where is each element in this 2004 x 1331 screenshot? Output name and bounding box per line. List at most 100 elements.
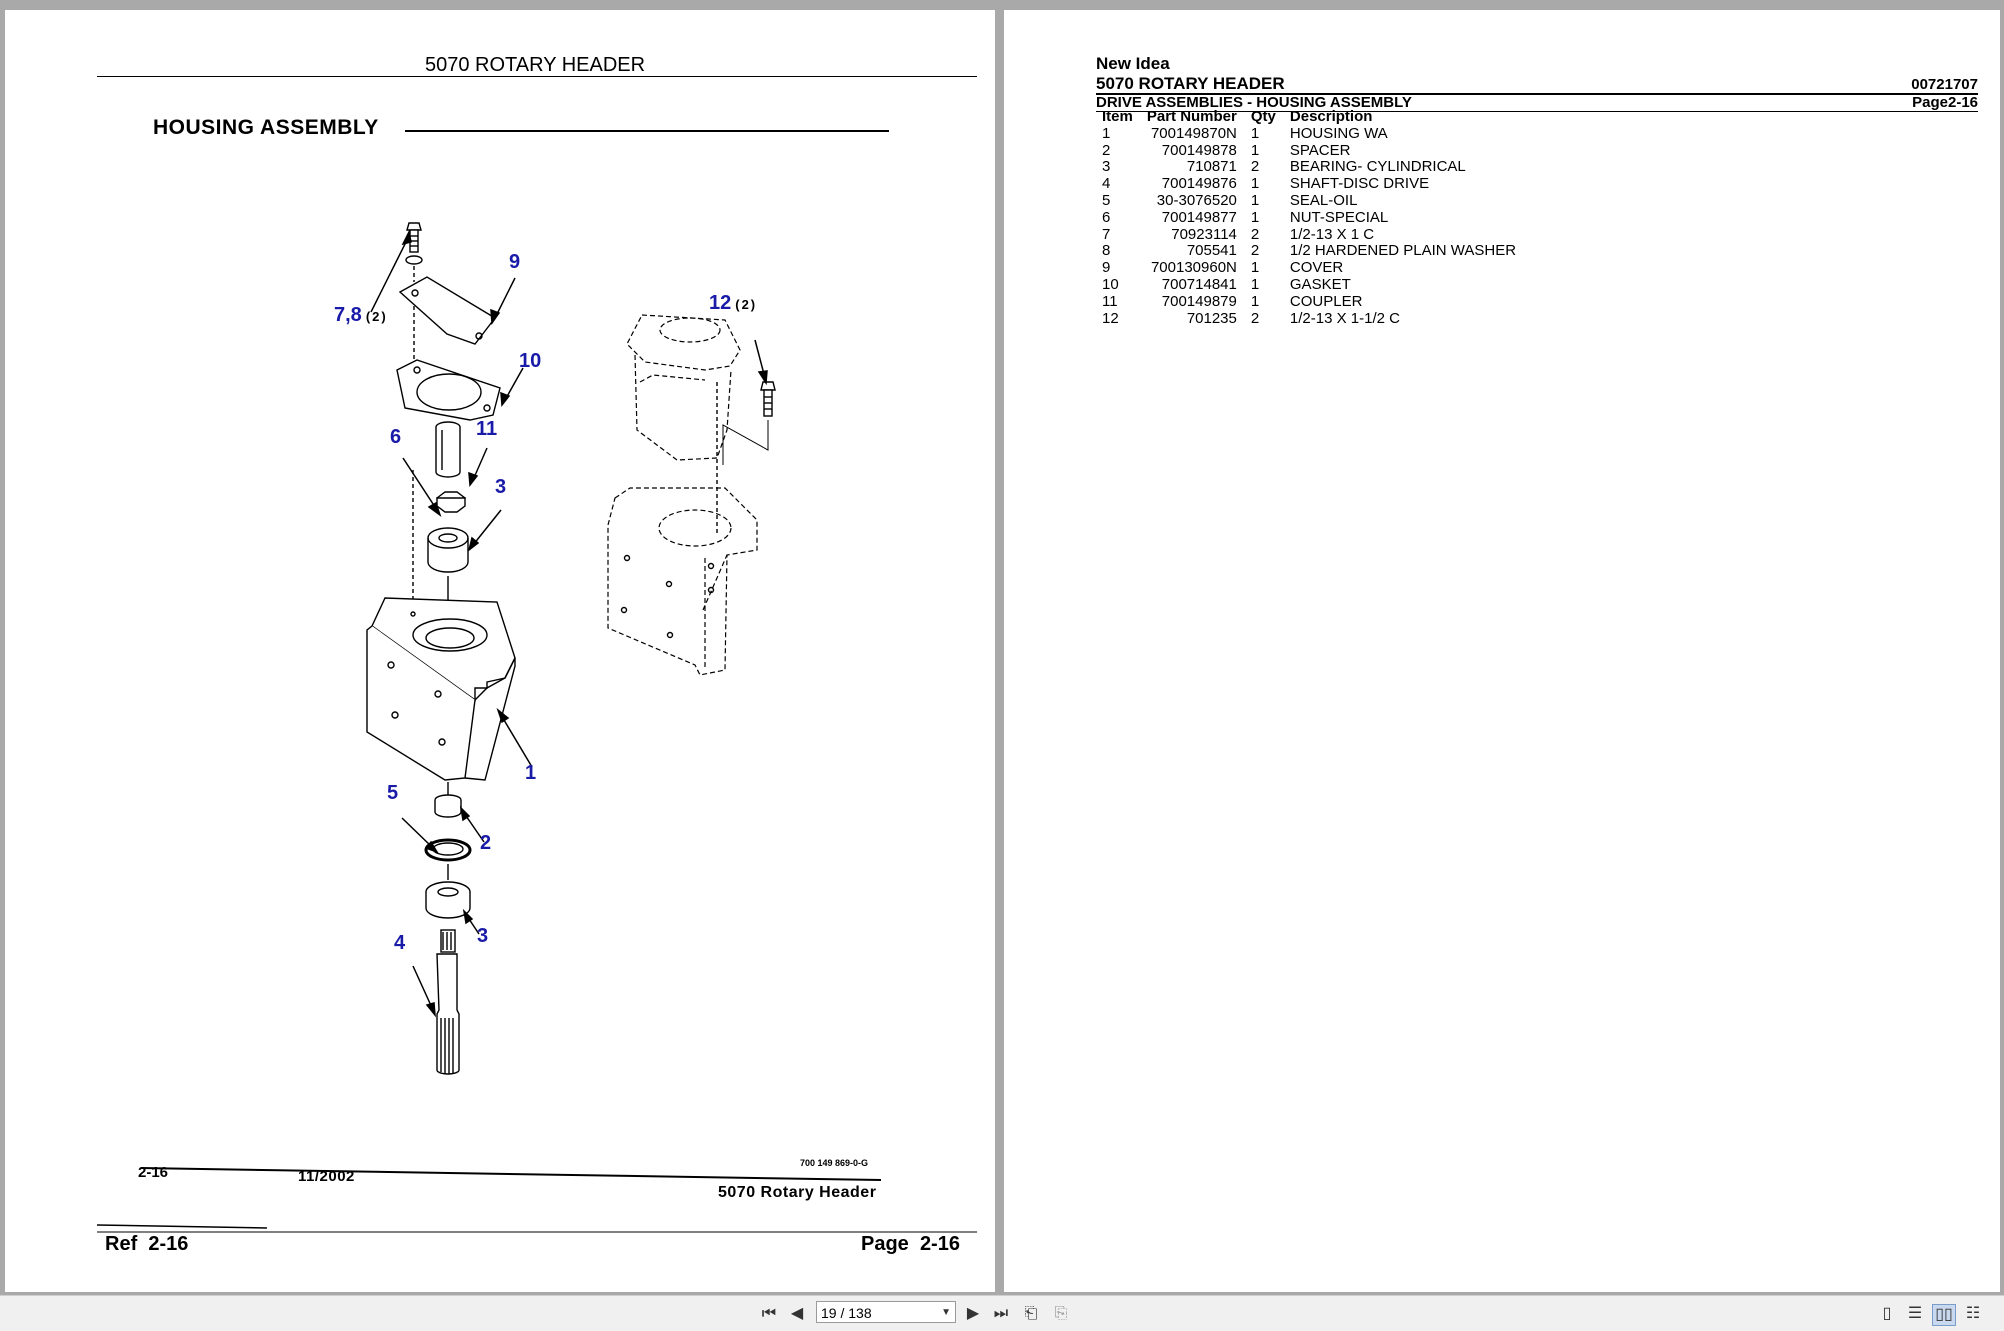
cell-item: 9 (1102, 259, 1111, 277)
cell-part-number: 700149878 (1161, 141, 1237, 159)
next-page-icon[interactable]: ▶ (966, 1305, 980, 1322)
left-page: 5070 ROTARY HEADER HOUSING ASSEMBLY (5, 10, 995, 1292)
bearing-part-upper (427, 527, 469, 573)
first-page-icon[interactable]: ⏮ (761, 1305, 777, 1322)
callout-item-1: 1 (525, 762, 537, 784)
illustration-date: 11/2002 (298, 1168, 355, 1185)
assembled-housing-phantom (607, 314, 758, 676)
column-header-qty: Qty (1250, 108, 1276, 125)
continuous-facing-view-icon[interactable]: ☷ (1965, 1305, 1981, 1322)
nut-part (435, 491, 467, 513)
cell-part-number: 700149877 (1161, 208, 1237, 226)
last-page-icon[interactable]: ⏭ (993, 1305, 1009, 1322)
section-title-rule (405, 130, 889, 132)
parts-table: Item Part Number Qty Description 1 700149… (1094, 108, 1522, 328)
cell-description: COUPLER (1289, 292, 1363, 310)
cell-qty: 1 (1250, 208, 1260, 226)
left-page-title: 5070 ROTARY HEADER (425, 54, 646, 76)
coupler-part (435, 421, 461, 478)
title-underline (1096, 93, 1978, 95)
callout-item-6: 6 (390, 426, 402, 448)
cell-part-number: 70923114 (1171, 225, 1237, 243)
parts-table-header: Item Part Number Qty Description (1094, 108, 1522, 126)
column-header-description: Description (1289, 108, 1373, 125)
cell-qty: 1 (1250, 141, 1260, 159)
parts-table-row: 3 710871 2 BEARING- CYLINDRICAL (1094, 159, 1522, 176)
parts-list-subtitle: DRIVE ASSEMBLIES - HOUSING ASSEMBLY (1096, 94, 1412, 111)
bolt-12-part (760, 381, 776, 417)
cell-description: BEARING- CYLINDRICAL (1289, 158, 1466, 176)
title-rule (97, 76, 977, 77)
illustration-code: 700 149 869-0-G (800, 1158, 869, 1168)
brand-name: New Idea (1096, 54, 1170, 73)
exploded-parts-illustration (96, 222, 977, 1233)
callout-item-10: 10 (519, 350, 542, 372)
cell-description: COVER (1289, 259, 1344, 277)
cell-part-number: 700149876 (1161, 175, 1237, 193)
callout-item-7-8: 7,8(2) (334, 304, 388, 326)
cell-item: 8 (1102, 242, 1111, 260)
cell-description: 1/2 HARDENED PLAIN WASHER (1289, 242, 1517, 260)
callout-item-11: 11 (476, 418, 498, 440)
illustration-caption: 5070 Rotary Header (718, 1184, 877, 1201)
cell-item: 3 (1102, 158, 1111, 176)
cell-qty: 1 (1250, 275, 1260, 293)
cell-qty: 2 (1250, 225, 1260, 243)
cell-qty: 1 (1250, 292, 1260, 310)
cell-part-number: 701235 (1186, 309, 1237, 327)
page-number-input[interactable]: 19 / 138▼ (816, 1301, 956, 1323)
cell-description: HOUSING WA (1289, 124, 1388, 142)
next-view-icon[interactable]: ⎘ (1054, 1305, 1068, 1322)
cell-qty: 1 (1250, 124, 1260, 142)
housing-part (366, 597, 516, 781)
bearing-part-lower (425, 881, 471, 919)
callout-item-9: 9 (509, 251, 521, 273)
callout-item-3-lower: 3 (477, 925, 489, 947)
facing-view-icon[interactable]: ▯▯ (1932, 1304, 1956, 1326)
cell-part-number: 710871 (1186, 158, 1237, 176)
parts-table-row: 7 70923114 2 1/2-13 X 1 C (1094, 225, 1522, 244)
single-page-view-icon[interactable]: ▯ (1882, 1305, 1892, 1322)
gasket-part (396, 359, 501, 421)
prev-page-icon[interactable]: ◀ (790, 1305, 804, 1322)
chevron-down-icon[interactable]: ▼ (941, 1307, 951, 1318)
cell-description: 1/2-13 X 1-1/2 C (1289, 309, 1400, 327)
cell-description: SPACER (1289, 141, 1351, 159)
continuous-view-icon[interactable]: ☰ (1907, 1305, 1923, 1322)
cell-item: 10 (1102, 275, 1119, 293)
column-header-item: Item (1102, 108, 1133, 125)
cell-item: 6 (1102, 208, 1111, 226)
callout-item-3-upper: 3 (495, 476, 507, 498)
cell-item: 5 (1102, 191, 1111, 209)
callout-item-12: 12(2) (709, 292, 758, 314)
cell-qty: 1 (1250, 191, 1260, 209)
cover-part (398, 276, 497, 345)
document-number: 00721707 (1911, 76, 1978, 93)
illustration-page-number: 2-16 (138, 1164, 169, 1181)
cell-description: 1/2-13 X 1 C (1289, 225, 1375, 243)
cell-part-number: 705541 (1186, 242, 1237, 260)
parts-table-row: 8 705541 2 1/2 HARDENED PLAIN WASHER (1094, 243, 1522, 260)
cell-item: 12 (1102, 309, 1119, 327)
prev-view-icon[interactable]: ⎗ (1024, 1305, 1038, 1322)
cell-part-number: 700130960N (1150, 259, 1237, 277)
parts-table-row: 12 701235 2 1/2-13 X 1-1/2 C (1094, 309, 1522, 328)
cell-qty: 2 (1250, 158, 1260, 176)
cell-item: 4 (1102, 175, 1111, 193)
cell-qty: 2 (1250, 309, 1260, 327)
cell-item: 7 (1102, 225, 1111, 243)
spacer-part (434, 794, 462, 818)
shaft-part (436, 929, 460, 1075)
cell-qty: 2 (1250, 242, 1260, 260)
section-title: HOUSING ASSEMBLY (153, 116, 379, 139)
footer-page: Page 2-16 (861, 1233, 960, 1255)
cell-part-number: 30-3076520 (1156, 191, 1237, 209)
cell-description: SEAL-OIL (1289, 191, 1358, 209)
callout-item-4: 4 (394, 932, 406, 954)
page-reference: Page2-16 (1912, 94, 1978, 111)
